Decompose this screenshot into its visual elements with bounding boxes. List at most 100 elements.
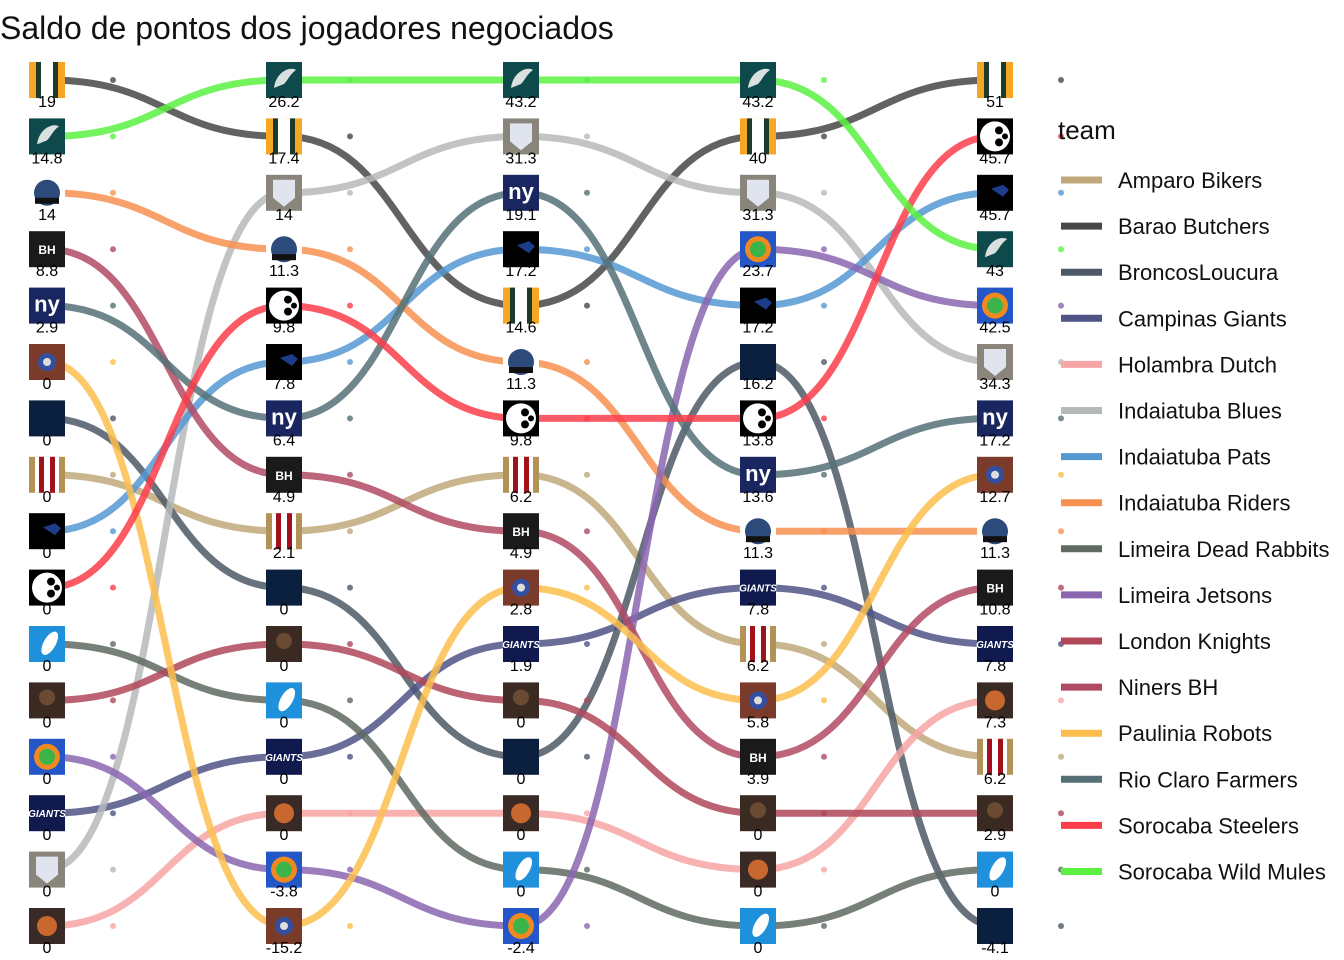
legend-title: team [1058,115,1116,145]
bh-logo-icon: BH [977,569,1013,606]
value-label: 1.9 [510,658,532,675]
series-point [110,810,116,817]
legend-label: Sorocaba Wild Mules [1118,860,1326,885]
value-label: 6.2 [510,489,532,506]
riders-logo-icon [503,344,539,380]
svg-text:ny: ny [982,404,1008,429]
blues-shield-logo-icon [503,118,539,155]
series-point [347,302,353,309]
value-label: 43.2 [505,94,536,111]
value-label: 11.3 [743,545,773,562]
value-label: 0 [280,714,289,731]
svg-text:GIANTS: GIANTS [502,640,540,651]
series-point [347,77,353,83]
value-label: 0 [43,658,52,675]
series-line-paulinia-robots [46,358,996,930]
eagle-logo-icon [266,62,302,98]
series-point [110,866,116,873]
series-point [821,302,827,309]
series-point [584,302,590,309]
giants-logo-icon: GIANTS [28,795,66,832]
value-label: 7.8 [747,602,769,619]
legend-item: Rio Claro Farmers [1061,767,1298,792]
bh-logo-icon: BH [740,738,776,775]
legend-item: Indaiatuba Pats [1061,445,1271,470]
value-label: 10.8 [979,602,1010,619]
red-gold-stripes-logo-icon [977,738,1013,775]
series-point [110,753,116,760]
steeler-logo-icon [977,118,1013,155]
value-label: 11.3 [506,376,536,393]
series-point [347,923,353,929]
holambra-logo-icon [977,682,1013,719]
riders-logo-icon [740,513,776,550]
value-label: 7.3 [984,714,1006,731]
svg-text:BH: BH [275,469,292,483]
feather-logo-icon [503,851,539,888]
series-point [1058,189,1064,196]
jetsons-logo-icon [503,908,539,944]
series-point [347,246,353,253]
value-label: 2.8 [510,602,532,619]
series-point [584,584,590,591]
legend-label: Barao Butchers [1118,214,1270,239]
knight-logo-icon [503,682,539,719]
svg-text:GIANTS: GIANTS [28,809,66,820]
patriot-logo-icon [29,513,65,550]
value-label: 26.2 [268,94,299,111]
knight-logo-icon [740,795,776,832]
series-point [1058,77,1064,83]
ny-logo-icon: ny [29,287,65,324]
svg-text:ny: ny [508,179,534,204]
svg-text:ny: ny [745,461,771,486]
steeler-logo-icon [503,400,539,437]
series-point [821,77,827,83]
series-point [1058,415,1064,422]
red-gold-stripes-logo-icon [29,456,65,493]
series-point [110,697,116,704]
value-label: 0 [43,376,52,393]
series-point [347,189,353,196]
holambra-logo-icon [29,908,65,944]
green-gold-stripes-logo-icon [503,287,539,324]
value-label: 0 [43,940,52,957]
series-point [110,133,116,140]
series-point [110,923,116,929]
chart-title: Saldo de pontos dos jogadores negociados [0,10,614,46]
value-label: 51 [986,94,1004,111]
eagle-logo-icon [977,231,1013,268]
value-label: 19 [38,94,56,111]
feather-logo-icon [29,626,65,662]
series-point [110,415,116,422]
series-point [821,189,827,196]
patriot-logo-icon [503,231,539,268]
robots-logo-icon [29,344,65,380]
holambra-logo-icon [740,851,776,888]
svg-text:ny: ny [271,404,297,429]
series-point [1058,584,1064,591]
series-point [821,641,827,647]
series-point [821,415,827,422]
value-label: 17.2 [505,263,536,280]
riders-logo-icon [977,513,1013,550]
legend-item: Limeira Jetsons [1061,583,1272,608]
value-label: 6.4 [273,432,295,449]
robots-logo-icon [266,908,302,944]
knight-logo-icon [977,795,1013,832]
green-gold-stripes-logo-icon [29,62,65,98]
series-point [821,528,827,535]
value-label: 43.2 [742,94,773,111]
series-point [584,133,590,140]
series-line-indaiatuba-blues [46,132,996,874]
series-point [110,584,116,591]
value-label: 0 [43,545,52,562]
series-point [347,753,353,760]
legend-label: Amparo Bikers [1118,168,1262,193]
value-label: 13.8 [742,432,773,449]
bh-logo-icon: BH [266,456,302,493]
series-point [584,697,590,704]
patriot-logo-icon [977,174,1013,211]
series-point [110,189,116,196]
legend-item: Sorocaba Steelers [1061,813,1299,838]
series-point [821,359,827,365]
